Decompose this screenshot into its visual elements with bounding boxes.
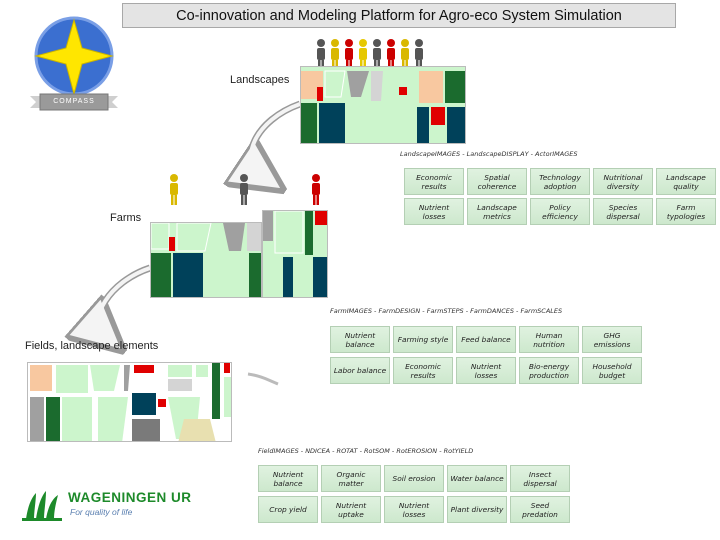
indicator: Crop yield bbox=[258, 496, 318, 523]
indicator: Water balance bbox=[447, 465, 507, 492]
landscape-level-label: Landscapes bbox=[230, 74, 290, 86]
indicator: Spatial coherence bbox=[467, 168, 527, 195]
indicator: Landscape quality bbox=[656, 168, 716, 195]
farm-indicator-row-2: Labor balance Economic results Nutrient … bbox=[330, 357, 642, 384]
indicator: Nutrient losses bbox=[384, 496, 444, 523]
indicator: Organic matter bbox=[321, 465, 381, 492]
indicator: Species dispersal bbox=[593, 198, 653, 225]
page-title: Co-innovation and Modeling Platform for … bbox=[122, 3, 676, 28]
farm-level-label: Farms bbox=[110, 212, 142, 224]
farm-indicator-grid: Nutrient balance Farming style Feed bala… bbox=[330, 326, 642, 384]
farm-indicator-row-1: Nutrient balance Farming style Feed bala… bbox=[330, 326, 642, 353]
compass-logo: COMPASS bbox=[20, 12, 128, 120]
indicator: Insect dispersal bbox=[510, 465, 570, 492]
indicator: Farm typologies bbox=[656, 198, 716, 225]
indicator: Nutrient uptake bbox=[321, 496, 381, 523]
farm-actors bbox=[160, 173, 330, 212]
indicator: Nutrient balance bbox=[258, 465, 318, 492]
field-indicator-grid: Nutrient balance Organic matter Soil ero… bbox=[258, 465, 570, 523]
field-indicator-row-2: Crop yield Nutrient uptake Nutrient loss… bbox=[258, 496, 570, 523]
landscape-indicator-row-1: Economic results Spatial coherence Techn… bbox=[404, 168, 716, 195]
field-caption: FieldIMAGES - NDICEA - ROTAT - RotSOM - … bbox=[258, 447, 474, 455]
wur-name: WAGENINGEN UR bbox=[68, 490, 192, 505]
landscape-indicator-grid: Economic results Spatial coherence Techn… bbox=[404, 168, 716, 225]
indicator: Human nutrition bbox=[519, 326, 579, 353]
field-indicator-row-1: Nutrient balance Organic matter Soil ero… bbox=[258, 465, 570, 492]
wageningen-logo: WAGENINGEN UR For quality of life bbox=[22, 485, 191, 525]
compass-badge-text: COMPASS bbox=[53, 98, 95, 105]
indicator: Landscape metrics bbox=[467, 198, 527, 225]
landscape-indicator-row-2: Nutrient losses Landscape metrics Policy… bbox=[404, 198, 716, 225]
indicator: Feed balance bbox=[456, 326, 516, 353]
wur-emblem-icon bbox=[22, 491, 62, 521]
wur-tagline: For quality of life bbox=[70, 507, 133, 517]
indicator: Economic results bbox=[393, 357, 453, 384]
indicator: Economic results bbox=[404, 168, 464, 195]
landscape-actors bbox=[315, 38, 435, 77]
indicator: Household budget bbox=[582, 357, 642, 384]
indicator: Bio-energy production bbox=[519, 357, 579, 384]
indicator: Farming style bbox=[393, 326, 453, 353]
farm-caption: FarmIMAGES - FarmDESIGN - FarmSTEPS - Fa… bbox=[330, 307, 563, 315]
indicator: Nutrient losses bbox=[404, 198, 464, 225]
farm-map-1 bbox=[150, 222, 262, 298]
indicator: Plant diversity bbox=[447, 496, 507, 523]
indicator: Nutrient balance bbox=[330, 326, 390, 353]
landscape-caption: LandscapeIMAGES - LandscapeDISPLAY - Act… bbox=[400, 150, 578, 158]
farm-map-2 bbox=[262, 210, 328, 298]
indicator: Labor balance bbox=[330, 357, 390, 384]
indicator: Nutrient losses bbox=[456, 357, 516, 384]
indicator: Nutritional diversity bbox=[593, 168, 653, 195]
field-level-label: Fields, landscape elements bbox=[25, 340, 159, 352]
indicator: Seed predation bbox=[510, 496, 570, 523]
indicator: Technology adoption bbox=[530, 168, 590, 195]
indicator: GHG emissions bbox=[582, 326, 642, 353]
field-map bbox=[27, 362, 232, 442]
landscape-map bbox=[300, 66, 466, 144]
indicator: Policy efficiency bbox=[530, 198, 590, 225]
indicator: Soil erosion bbox=[384, 465, 444, 492]
